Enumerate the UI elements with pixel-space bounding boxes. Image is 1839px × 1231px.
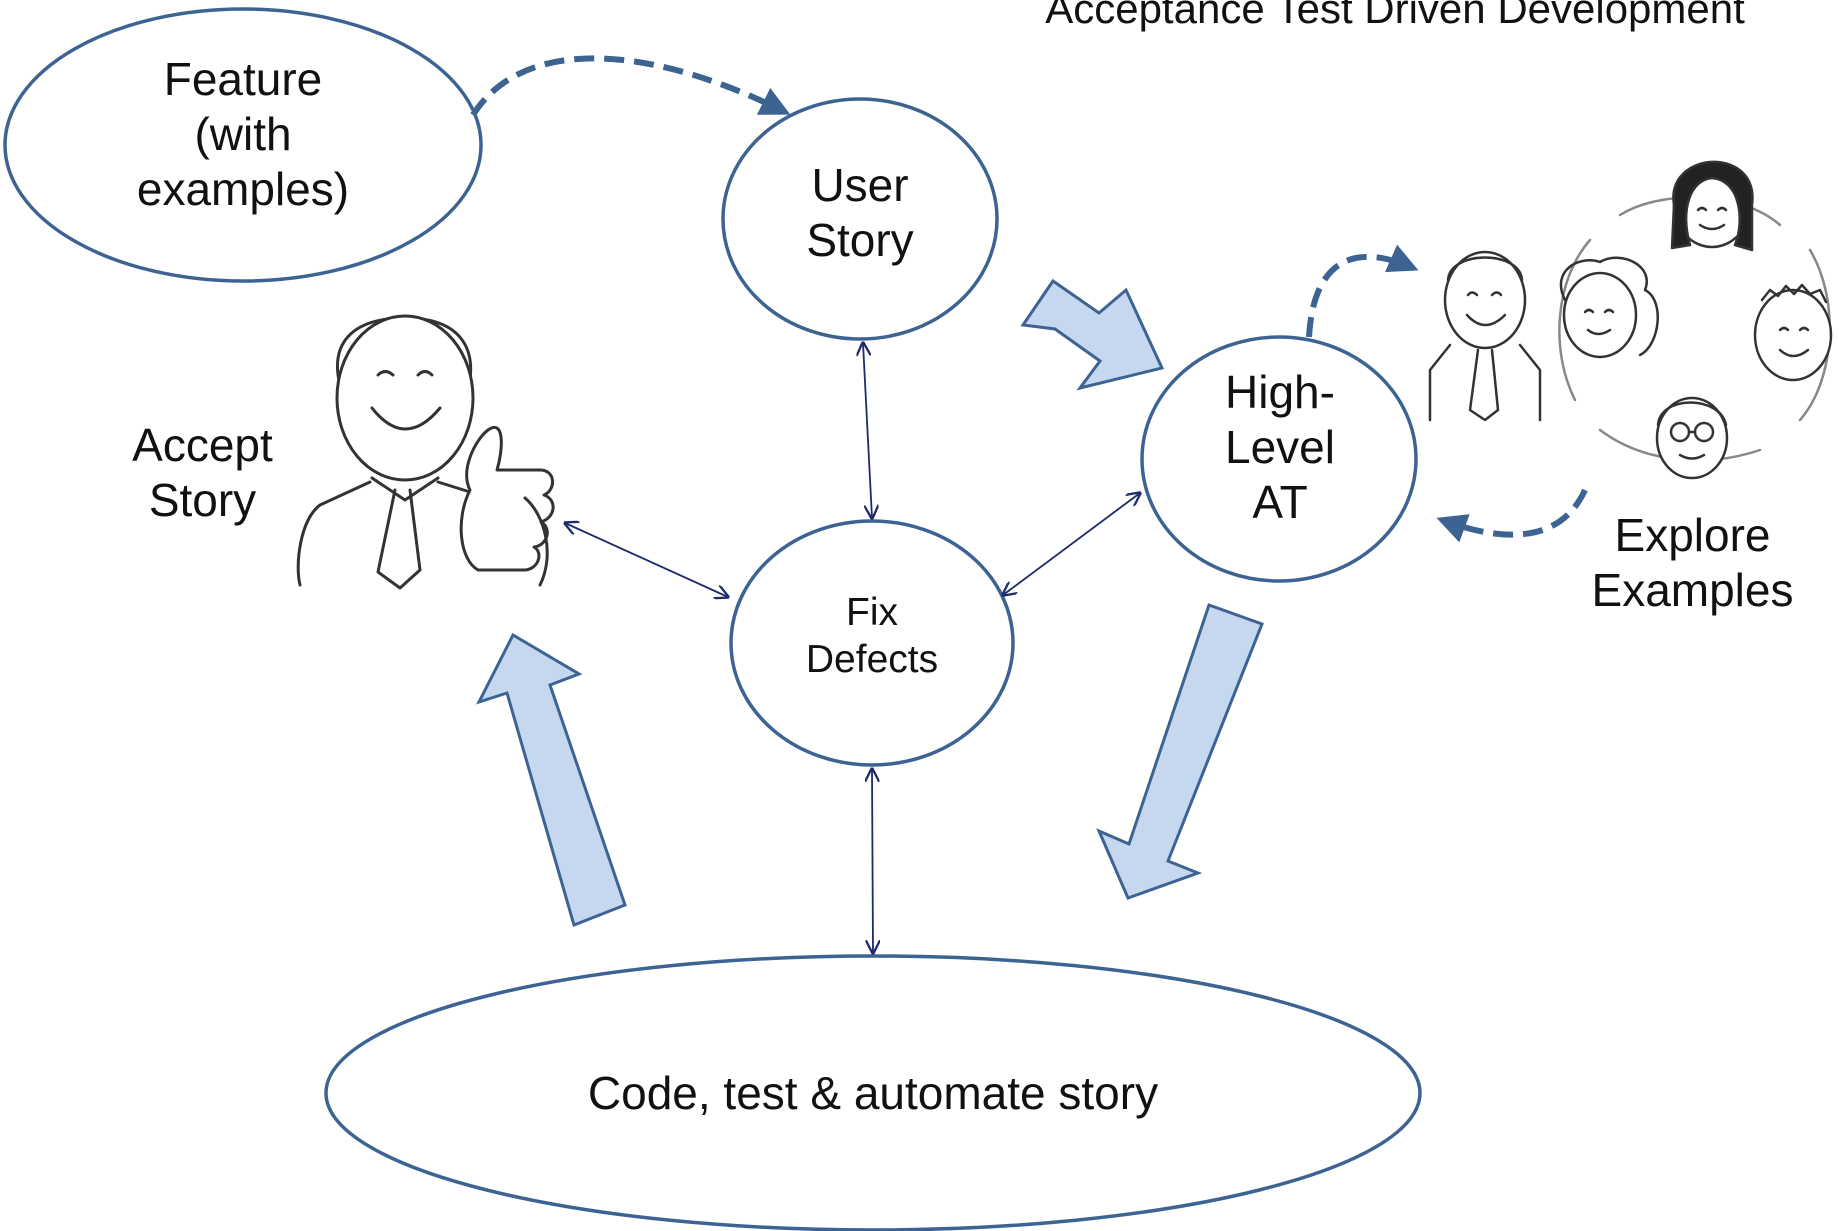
feature-label: Feature (with examples) [136, 53, 350, 216]
block-arrow-story-to-at [1020, 278, 1165, 391]
dashed-arrow-examples-to-at [1436, 488, 1588, 543]
user-story-node [721, 97, 999, 341]
team-discussion-icon [1428, 160, 1833, 480]
high-level-at-node [1140, 335, 1418, 583]
explore-examples-label: Explore Examples [1591, 509, 1794, 617]
dashed-arrow-at-to-examples [1306, 244, 1419, 338]
connector-at-fix [1003, 493, 1140, 595]
diagram-title: Acceptance Test Driven Development [1045, 0, 1745, 32]
fix-defects-node [729, 519, 1015, 767]
block-arrow-at-to-code [1096, 603, 1264, 900]
feature-node [3, 7, 483, 283]
thumbs-up-person-icon [296, 314, 555, 590]
accept-story-label: Accept Story [132, 419, 273, 527]
code-test-automate-node [324, 954, 1422, 1231]
dashed-arrow-feature-to-story [470, 55, 791, 117]
fix-defects-label: Fix Defects [805, 591, 939, 681]
block-arrow-code-to-accept [476, 632, 627, 927]
code-test-automate-label: Code, test & automate story [587, 1067, 1159, 1119]
connector-accept-fix [565, 523, 728, 597]
user-story-label: User Story [806, 159, 914, 267]
connector-story-fix [863, 343, 872, 518]
connector-fix-code [872, 769, 873, 953]
high-level-at-label: High- Level AT [1225, 366, 1335, 529]
